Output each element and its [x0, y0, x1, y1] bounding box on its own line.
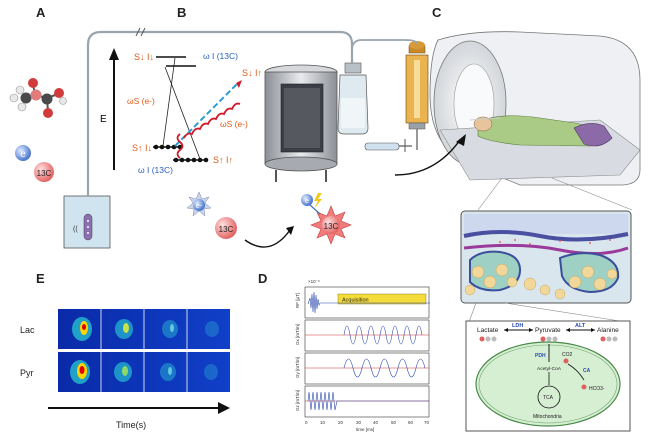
ylabel-gx: Gx [mT/m]	[295, 324, 300, 345]
co2-label: CO2	[562, 352, 573, 358]
panel-letter-e: E	[36, 271, 45, 286]
electron-particle: e	[15, 145, 31, 161]
xtick-10: 10	[320, 420, 326, 425]
pyr-image-row	[58, 352, 230, 392]
syringe-line	[351, 39, 418, 63]
alt-label: ALT	[575, 323, 586, 329]
omega-i-bottom: ω I (13C)	[138, 165, 173, 175]
tissue-zoom	[460, 210, 632, 304]
carbon13-ball-label: 13C	[219, 225, 234, 234]
omega-s-left: ωS (e-)	[127, 96, 155, 106]
hyper-carbon-label: 13C	[324, 222, 339, 231]
pyruvate-molecule-icon	[9, 78, 67, 118]
xtick-40: 40	[373, 420, 379, 425]
energy-label: E	[100, 114, 107, 125]
transition-right	[164, 66, 201, 160]
pyr-row-label: Pyr	[20, 368, 34, 378]
omega-s-right: ωS (e-)	[220, 119, 248, 129]
state-bottom-right: S↑ I↑	[213, 155, 233, 165]
lac-image-row	[58, 309, 230, 349]
pulse-sequence: ×10⁻⁶ Acquisition RF [μT] Gx [mT/m] Gy […	[295, 279, 430, 432]
metabolism-panel: Lactate Pyruvate Alanine LDH ALT PDH CO2…	[465, 320, 631, 432]
alanine-label: Alanine	[597, 327, 619, 334]
lactate-label: Lactate	[477, 327, 499, 334]
line-break-mark	[135, 27, 146, 37]
carbon13-ball: 13C	[215, 217, 237, 239]
population-dots	[153, 144, 209, 163]
omega-i-top: ω I (13C)	[203, 51, 238, 61]
energy-axis: E	[100, 48, 119, 170]
panel-letter-a: A	[36, 5, 46, 20]
xtick-20: 20	[338, 420, 344, 425]
electron-label: e	[20, 149, 26, 160]
xlabel-time: time [ms]	[356, 427, 374, 432]
label-dots	[479, 336, 618, 342]
electron-spiky: e-	[186, 191, 212, 217]
xtick-60: 60	[408, 420, 414, 425]
xtick-30: 30	[356, 420, 362, 425]
xtick-70: 70	[424, 420, 430, 425]
carbon13-particle: 13C	[34, 162, 54, 182]
injection-arrow	[394, 139, 461, 176]
carbon13-label: 13C	[37, 169, 52, 178]
time-label: Time(s)	[116, 420, 146, 430]
hyper-electron-label: e	[305, 198, 309, 205]
injection-syringe	[405, 41, 429, 150]
frequency-labels: ω I (13C) ω I (13C) ωS (e-) ωS (e-)	[127, 51, 248, 175]
state-top-left: S↓ I↓	[134, 52, 154, 62]
spin-state-labels: S↓ I↓ S↓ I↑ S↑ I↓ S↑ I↑	[132, 52, 262, 165]
small-tube	[364, 139, 412, 152]
hyperpolarized-carbon: 13C e	[301, 193, 352, 245]
mitochondria-label: Mitochondria	[533, 414, 562, 420]
svg-text:((: ((	[73, 226, 78, 233]
acquisition-label: Acquisition	[342, 298, 369, 304]
ca-label: CA	[583, 368, 591, 374]
tca-label: TCA	[543, 395, 554, 401]
dissolution-flask	[337, 62, 369, 135]
state-top-right: S↓ I↑	[242, 68, 262, 78]
state-bottom-left: S↑ I↓	[132, 143, 152, 153]
panel-letter-c: C	[432, 5, 442, 20]
transition-left	[162, 57, 176, 147]
panel-letter-d: D	[258, 271, 267, 286]
rf-exponent: ×10⁻⁶	[308, 279, 320, 284]
transfer-line	[86, 30, 354, 196]
electron-spiky-label: e-	[196, 203, 203, 210]
sample-container: ((	[63, 195, 111, 249]
ldh-label: LDH	[512, 323, 523, 329]
pyruvate-label: Pyruvate	[535, 327, 561, 334]
pdh-label: PDH	[535, 353, 546, 359]
acetyl-coa-label: Acetyl-CoA	[537, 366, 562, 372]
lac-row-label: Lac	[20, 325, 35, 335]
xtick-0: 0	[305, 420, 308, 425]
hco3-label: HCO3-	[589, 386, 605, 392]
polarization-arrow	[244, 229, 291, 248]
panel-letter-b: B	[177, 5, 186, 20]
ylabel-gy: Gy [mT/m]	[295, 357, 300, 378]
ylabel-gz: Gz [mT/m]	[295, 390, 300, 411]
xtick-50: 50	[391, 420, 397, 425]
microwave-wave	[176, 102, 241, 159]
polarizer-cryostat	[264, 64, 338, 182]
mri-scanner	[429, 31, 641, 186]
ylabel-rf: RF [μT]	[295, 293, 300, 308]
